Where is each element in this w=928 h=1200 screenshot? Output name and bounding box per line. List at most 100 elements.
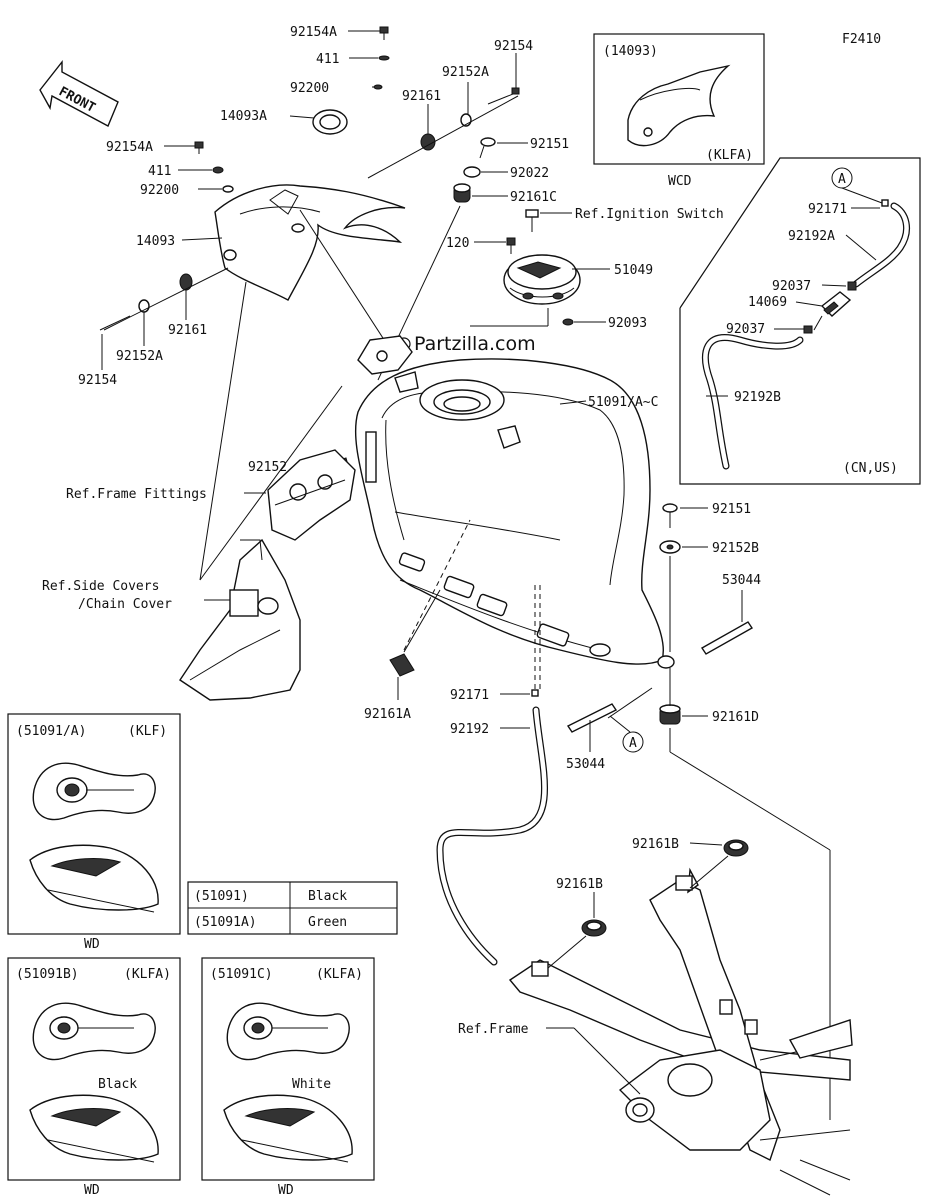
label-411-left: 411: [148, 164, 171, 179]
hose-92192A-icon: [852, 202, 911, 288]
figure-code: F2410: [842, 32, 881, 47]
label-92154A-top: 92154A: [290, 25, 337, 40]
label-14093A: 14093A: [220, 109, 267, 124]
label-53044-right: 53044: [722, 573, 761, 588]
label-92154-top: 92154: [494, 39, 533, 54]
hose-92192-icon: [436, 706, 549, 966]
frame-ref-icon: [508, 867, 853, 1196]
screw-92154A-left-icon: [194, 141, 204, 154]
variant-2-caption: WD: [84, 1183, 100, 1198]
fuel-cap-51049-icon: [503, 254, 581, 305]
variant-1-code: (51091/A): [16, 724, 86, 739]
label-92154-left: 92154: [78, 373, 117, 388]
variant-3-variant: (KLFA): [316, 967, 363, 982]
inset-region: (CN,US): [843, 461, 898, 476]
callout-A-label: A: [629, 736, 637, 751]
wcd-inset-code: (14093): [603, 44, 658, 59]
grommet-92161B-mid-icon: [581, 919, 607, 937]
bolt-92151-top-icon: [479, 137, 496, 159]
variant-2-code: (51091B): [16, 967, 79, 982]
label-92161-left: 92161: [168, 323, 207, 338]
bolt-120-icon: [506, 237, 516, 254]
label-92171-mid: 92171: [450, 688, 489, 703]
inset-label-92192B: 92192B: [734, 390, 781, 405]
variant-3-caption: WD: [278, 1183, 294, 1198]
tank-cover-14093-icon: [214, 184, 406, 301]
label-ref-side-covers-2: /Chain Cover: [78, 597, 172, 612]
bolt-92151-right-icon: [662, 503, 678, 528]
color-table-code-0: (51091): [194, 889, 249, 904]
frame-fittings-ref-icon: [267, 449, 356, 541]
bolt-ignition-ref-icon: [525, 209, 539, 232]
inset-label-92171: 92171: [808, 202, 847, 217]
label-51091: 51091/A~C: [588, 395, 658, 410]
label-92152A-top: 92152A: [442, 65, 489, 80]
canister-circle-A: A: [838, 172, 846, 187]
label-ref-side-covers-1: Ref.Side Covers: [42, 579, 159, 594]
label-92152: 92152: [248, 460, 287, 475]
oring-92093-icon: [562, 318, 574, 326]
watermark: c Partzilla.com: [397, 333, 536, 355]
label-92161B-mid: 92161B: [556, 877, 603, 892]
cap-ring-14093A-icon: [312, 109, 348, 135]
label-53044-mid: 53044: [566, 757, 605, 772]
variant-inset-1: (51091/A) (KLF) WD: [7, 713, 181, 952]
color-table-color-1: Green: [308, 915, 347, 930]
collar-92152B-icon: [659, 540, 681, 554]
label-92161C: 92161C: [510, 190, 557, 205]
label-92152A-left: 92152A: [116, 349, 163, 364]
fuel-tank-51091-icon: [354, 335, 675, 669]
label-92022: 92022: [510, 166, 549, 181]
washer-411-top-icon: [378, 55, 390, 61]
label-14093: 14093: [136, 234, 175, 249]
clip-92200-top-icon: [373, 84, 383, 90]
pad-92161A-icon: [389, 653, 415, 677]
label-ref-frame: Ref.Frame: [458, 1022, 529, 1037]
variant-inset-2: (51091B) (KLFA) Black WD: [7, 957, 181, 1198]
grommet-92161B-right-icon: [723, 839, 749, 857]
clamp-92037a-icon: [847, 281, 857, 291]
label-92151-top: 92151: [530, 137, 569, 152]
wcd-inset-variant: (KLFA): [706, 148, 753, 163]
rod-53044-mid-icon: [566, 703, 618, 733]
watermark-text: Partzilla.com: [414, 333, 536, 355]
label-92200-top: 92200: [290, 81, 329, 96]
clamp-92171-mid-icon: [531, 689, 539, 697]
variant-2-variant: (KLFA): [124, 967, 171, 982]
screw-92154-top-icon: [487, 87, 520, 105]
label-92152B: 92152B: [712, 541, 759, 556]
grommet-92161C-icon: [453, 183, 471, 203]
clip-92200-left-icon: [222, 185, 234, 193]
callout-circle-A: [622, 731, 644, 753]
screw-92154A-top-icon: [379, 26, 389, 40]
label-92154A-left: 92154A: [106, 140, 153, 155]
grommet-92161-left-icon: [179, 273, 193, 291]
label-92200-left: 92200: [140, 183, 179, 198]
hose-92192B-icon: [701, 334, 804, 470]
label-92161D: 92161D: [712, 710, 759, 725]
canister-14069-icon: [820, 291, 852, 317]
label-ref-frame-fittings: Ref.Frame Fittings: [66, 487, 207, 502]
label-92151-right: 92151: [712, 502, 751, 517]
rod-53044-right-icon: [700, 621, 754, 655]
label-92161-top: 92161: [402, 89, 441, 104]
color-table: (51091) Black (51091A) Green: [187, 881, 398, 935]
variant-1-variant: (KLF): [128, 724, 167, 739]
washer-411-left-icon: [212, 166, 224, 174]
variant-3-code: (51091C): [210, 967, 273, 982]
wcd-inset-caption: WCD: [668, 174, 692, 189]
clamp-92037b-icon: [803, 325, 813, 334]
label-92093: 92093: [608, 316, 647, 331]
color-table-color-0: Black: [308, 889, 347, 904]
inset-label-14069: 14069: [748, 295, 787, 310]
inset-label-92037a: 92037: [772, 279, 811, 294]
wcd-inset: (14093) (KLFA) WCD: [593, 33, 765, 189]
label-92161B-right: 92161B: [632, 837, 679, 852]
screw-92154-left-icon: [99, 315, 131, 331]
front-arrow-icon: FRONT: [39, 59, 119, 127]
canister-inset: A 92171 92192A 92037 14069 92037 92192B …: [679, 157, 921, 485]
label-ref-ignition-switch: Ref.Ignition Switch: [575, 207, 724, 222]
variant-1-caption: WD: [84, 937, 100, 952]
variant-inset-3: (51091C) (KLFA) White WD: [201, 957, 375, 1198]
